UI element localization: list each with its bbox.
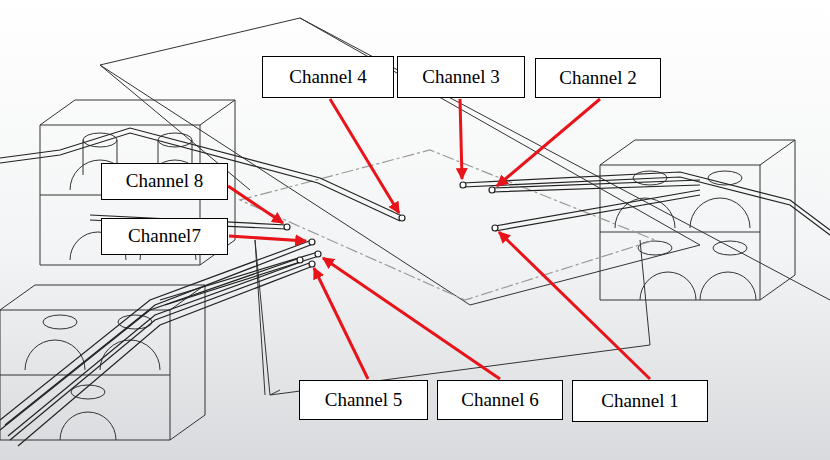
lower-box xyxy=(255,240,650,395)
channel-label: Channel 8 xyxy=(126,171,204,192)
channel-label: Channel7 xyxy=(128,226,201,247)
channel-label: Channel 1 xyxy=(601,391,679,412)
channel-label: Channel 4 xyxy=(289,67,367,88)
wireframe xyxy=(0,18,830,440)
channel-label: Channel 3 xyxy=(422,67,500,88)
callout-box: Channel 1 xyxy=(572,380,708,422)
channel-end xyxy=(284,224,290,230)
clamp-groove xyxy=(615,198,756,300)
bolt-head xyxy=(43,315,77,329)
clamp-block xyxy=(40,100,235,265)
tube xyxy=(495,190,700,231)
bolt-head xyxy=(713,241,747,255)
channel-end xyxy=(309,261,315,267)
channel-ends xyxy=(284,182,498,267)
channel-end xyxy=(315,251,321,257)
pointer-arrow xyxy=(229,236,306,241)
channel-tubes xyxy=(0,128,830,446)
callout-box: Channel 4 xyxy=(262,56,394,98)
tube xyxy=(0,258,301,436)
tube xyxy=(463,172,830,235)
clamp-groove xyxy=(70,160,205,260)
channel-end xyxy=(297,257,303,263)
callout-box: Channel 5 xyxy=(299,380,428,420)
center-plane xyxy=(240,150,655,300)
pointer-arrow xyxy=(497,99,600,186)
callout-box: Channel 2 xyxy=(535,58,661,98)
channel-end xyxy=(309,239,315,245)
clamp-block xyxy=(600,140,795,300)
channel-label: Channel 6 xyxy=(461,390,539,411)
tube xyxy=(0,128,402,221)
pointer-arrow xyxy=(499,232,650,379)
pointer-arrows xyxy=(228,99,650,379)
channel-end xyxy=(399,215,405,221)
pointer-arrow xyxy=(228,186,283,223)
callout-box: Channel 8 xyxy=(101,163,228,200)
pointer-arrow xyxy=(323,258,500,379)
bolt-head xyxy=(83,133,117,147)
callout-box: Channel 6 xyxy=(437,380,563,420)
channel-end xyxy=(489,187,495,193)
tube xyxy=(160,252,319,305)
pointer-arrow xyxy=(460,99,462,179)
channel-label: Channel 5 xyxy=(325,390,403,411)
tube xyxy=(492,180,700,192)
bolt-head xyxy=(638,241,672,255)
channel-label: Channel 2 xyxy=(559,68,637,89)
callout-box: Channel7 xyxy=(101,218,228,255)
plate-outline xyxy=(100,18,700,305)
channel-end xyxy=(492,225,498,231)
pointer-arrow xyxy=(330,99,399,213)
callout-box: Channel 3 xyxy=(397,56,525,98)
tube xyxy=(10,262,313,446)
channel-end xyxy=(460,182,466,188)
